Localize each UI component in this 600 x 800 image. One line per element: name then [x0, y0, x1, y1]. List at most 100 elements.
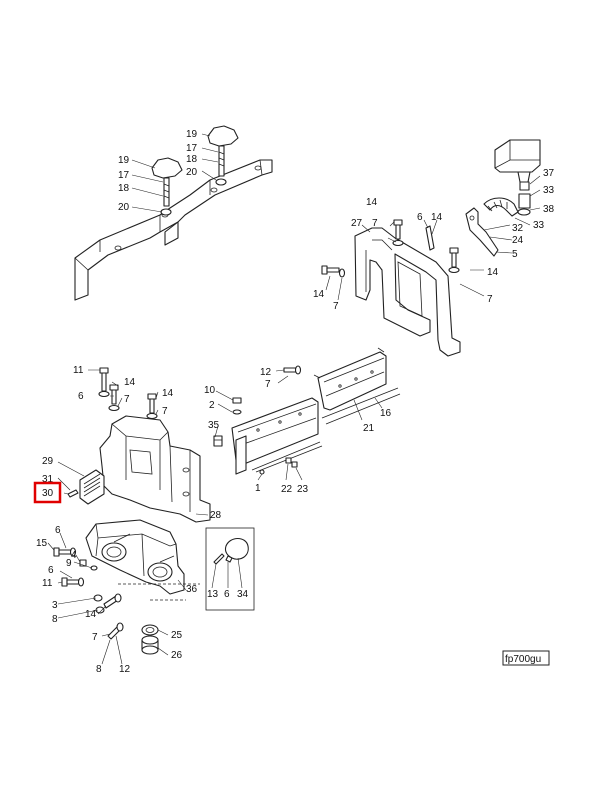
mounting-bracket [74, 159, 273, 301]
callout: 14 [313, 289, 325, 300]
callout: 17 [118, 170, 130, 181]
bolt-15 [53, 547, 77, 557]
callout: 6 [48, 565, 54, 576]
callout: 7 [333, 301, 339, 312]
star-knob-right [207, 125, 239, 177]
callout: 35 [208, 420, 220, 431]
callout: 8 [96, 664, 102, 675]
callout: 7 [265, 379, 271, 390]
housing [99, 415, 211, 523]
callout: 5 [512, 249, 518, 260]
bolt-7b [107, 622, 124, 640]
callout: 1 [255, 483, 261, 494]
callout: 7 [487, 294, 493, 305]
callout: 37 [543, 168, 555, 179]
callout: 24 [512, 235, 524, 246]
mounting-bracket-assembly [74, 125, 273, 301]
callout-highlight-box [33, 481, 62, 504]
callout: 27 [351, 218, 363, 229]
callout: 9 [66, 558, 72, 569]
callout: 14 [124, 377, 136, 388]
hanging-bracket [465, 207, 499, 257]
callout: 22 [281, 484, 293, 495]
bolt-11b [61, 577, 85, 587]
bolt-11 [98, 367, 110, 398]
fitting-26 [141, 635, 159, 655]
guide-rail-21 [317, 351, 387, 411]
grille-plate [79, 469, 105, 505]
round-cover [224, 537, 249, 560]
callout: 18 [186, 154, 198, 165]
screw-30 [67, 489, 79, 498]
callout: 8 [52, 614, 58, 625]
callout: 33 [543, 185, 555, 196]
bolt-14b [146, 393, 158, 420]
callout: 34 [237, 589, 249, 600]
callout: 12 [260, 367, 272, 378]
callout: 18 [118, 183, 130, 194]
callout: 3 [52, 600, 58, 611]
callout: 6 [55, 525, 61, 536]
callout: 28 [210, 510, 222, 521]
callout: 15 [36, 538, 48, 549]
bolt-14c [103, 593, 122, 609]
screws-22-23 [285, 457, 298, 468]
callout: 12 [119, 664, 131, 675]
callout: 38 [543, 204, 555, 215]
callout: 14 [431, 212, 443, 223]
fitting-35 [213, 435, 223, 447]
carrier-frame [354, 227, 461, 357]
callout: 16 [380, 408, 392, 419]
bolt-12 [283, 365, 302, 375]
bolt-top [392, 219, 404, 247]
star-knob-left [151, 157, 183, 207]
fitting-25 [141, 624, 159, 636]
callout: 6 [417, 212, 423, 223]
callout: 4 [71, 550, 77, 561]
callout: 7 [372, 218, 378, 229]
callout-labels: 19 17 18 20 19 17 18 20 37 33 38 32 33 2… [36, 129, 555, 675]
bolt-10 [232, 397, 242, 415]
callout: 23 [297, 484, 309, 495]
callout: 10 [204, 385, 216, 396]
callout: 7 [162, 406, 168, 417]
callout: 11 [73, 365, 84, 376]
inset-frame [205, 527, 255, 611]
callout: 31 [42, 474, 54, 485]
bolt-14a [108, 384, 120, 412]
callout: 14 [85, 609, 97, 620]
tank-bracket-assembly [321, 139, 541, 357]
callout: 33 [533, 220, 545, 231]
callout: 14 [366, 197, 378, 208]
callout: 7 [92, 632, 98, 643]
callout: 25 [171, 630, 183, 641]
callout: 2 [209, 400, 215, 411]
callout-30-highlighted: 30 [42, 488, 54, 499]
bolt-left [321, 265, 346, 278]
guide-rail-assembly [213, 347, 401, 481]
callout: 19 [186, 129, 198, 140]
callout: 29 [42, 456, 54, 467]
callout: 21 [363, 423, 375, 434]
callout: 20 [186, 167, 198, 178]
reference-code-box: fp700gu [502, 650, 550, 666]
callout: 32 [512, 223, 524, 234]
manifold-assembly [47, 519, 200, 665]
bolt-right [448, 247, 460, 274]
callout: 11 [42, 578, 53, 589]
callout: 13 [207, 589, 219, 600]
callout: 6 [78, 391, 84, 402]
callout: 19 [118, 155, 130, 166]
detail-inset [205, 527, 255, 611]
callout: 17 [186, 143, 198, 154]
callout: 26 [171, 650, 183, 661]
callout: 7 [124, 394, 130, 405]
callout: 14 [487, 267, 499, 278]
funnel-tank [494, 139, 541, 216]
manifold-body [85, 519, 185, 595]
callout: 36 [186, 584, 198, 595]
callout: 6 [224, 589, 230, 600]
housing-assembly [57, 367, 211, 523]
reference-code: fp700gu [505, 654, 541, 665]
callout: 20 [118, 202, 130, 213]
